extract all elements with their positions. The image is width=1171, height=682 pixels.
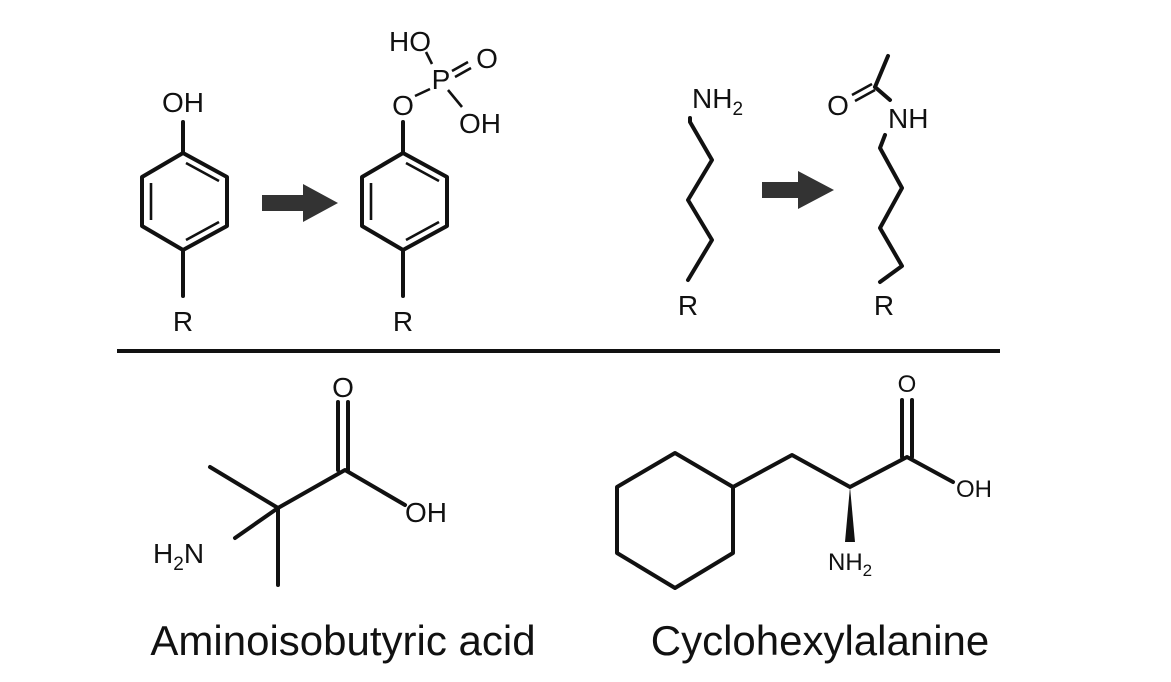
- amine-label: NH: [692, 83, 732, 114]
- cyclohexylalanine-name: Cyclohexylalanine: [651, 617, 990, 664]
- amine-subscript: 2: [732, 99, 743, 120]
- cyclohexylalanine-structure: O OH NH2: [615, 371, 992, 590]
- carbonyl-oxygen-label: O: [332, 372, 354, 403]
- hydroxyl-label: HO: [389, 26, 431, 57]
- r-group-label: R: [173, 306, 193, 337]
- r-group-label: R: [678, 290, 698, 321]
- carbonyl-oxygen-label: O: [898, 371, 917, 398]
- acetyllysine-side-chain: O NH R: [827, 54, 928, 321]
- aminoisobutyric-acid-structure: O OH H2N: [153, 372, 447, 587]
- hydroxyl-label: OH: [956, 476, 992, 503]
- hydroxyl-label: OH: [459, 108, 501, 139]
- r-group-label: R: [393, 306, 413, 337]
- phosphorus-label: P: [432, 64, 451, 95]
- amine-label: H2N: [153, 538, 204, 575]
- amine-label: NH2: [828, 549, 872, 580]
- hydroxyl-label: OH: [405, 497, 447, 528]
- carbonyl-oxygen-label: O: [827, 90, 849, 121]
- r-group-label: R: [874, 290, 894, 321]
- svg-text:NH2: NH2: [692, 83, 743, 120]
- phosphotyrosine-structure: O P HO O OH R: [360, 26, 501, 337]
- ester-oxygen-label: O: [392, 90, 414, 121]
- phenol-structure: OH R: [140, 87, 229, 337]
- hydroxyl-label: OH: [162, 87, 204, 118]
- reaction-arrow-phosphorylation: [262, 184, 338, 222]
- oxo-label: O: [476, 43, 498, 74]
- lysine-side-chain: NH2 R: [678, 83, 743, 321]
- aminoisobutyric-acid-name: Aminoisobutyric acid: [150, 617, 535, 664]
- amide-nh-label: NH: [888, 103, 928, 134]
- reaction-arrow-acetylation: [762, 171, 834, 209]
